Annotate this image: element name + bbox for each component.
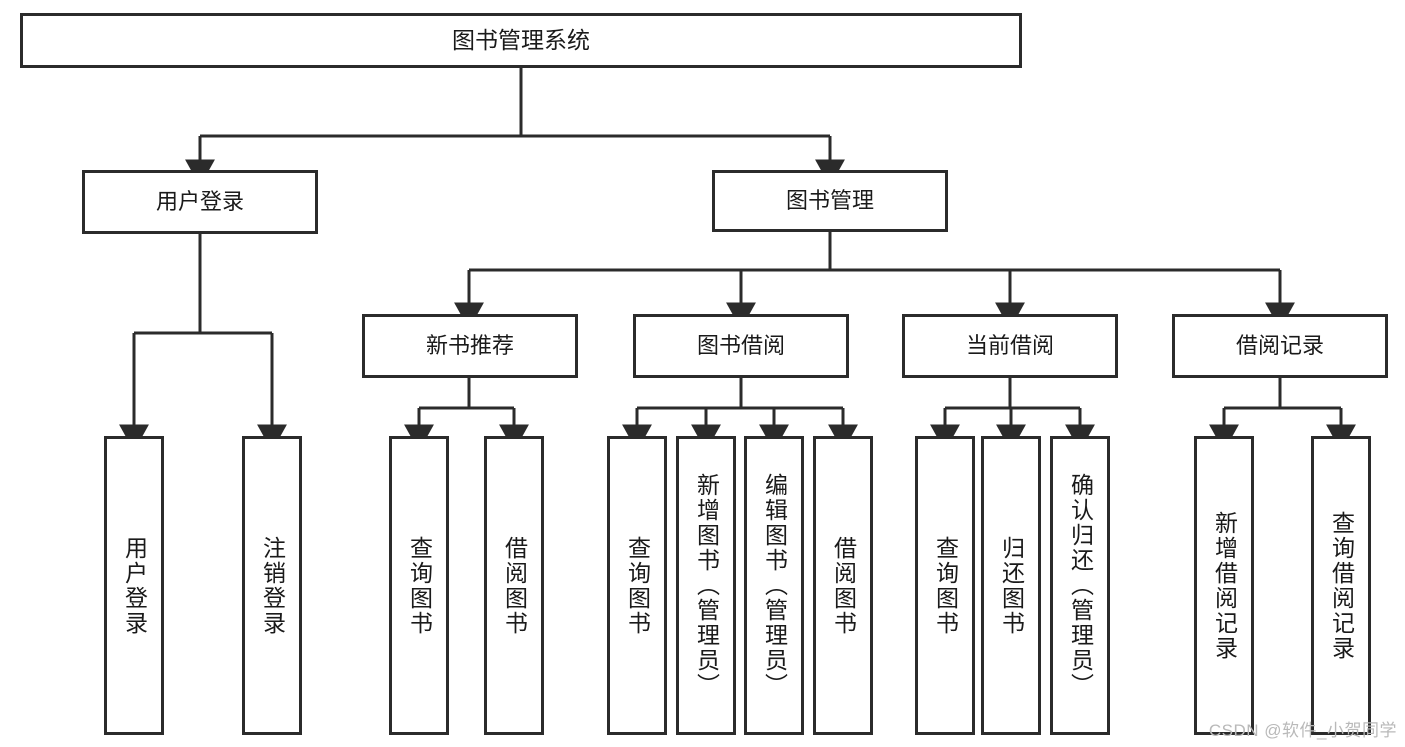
node-book-borrow-label: 图书借阅 — [696, 333, 785, 359]
node-leaf-add-borrow-record[interactable]: 新增借阅记录 — [1194, 436, 1254, 735]
node-root-label: 图书管理系统 — [452, 26, 590, 53]
node-user-login[interactable]: 用户登录 — [82, 170, 318, 234]
node-new-book-recommend[interactable]: 新书推荐 — [362, 314, 578, 378]
node-book-manage-label: 图书管理 — [785, 188, 874, 214]
node-leaf-borrow-book-newbook[interactable]: 借阅图书 — [484, 436, 544, 735]
node-root-system[interactable]: 图书管理系统 — [20, 13, 1022, 68]
node-leaf-borrow-book[interactable]: 借阅图书 — [813, 436, 873, 735]
node-leaf-logout-label: 注销登录 — [259, 535, 286, 636]
node-leaf-query-book-current[interactable]: 查询图书 — [915, 436, 975, 735]
node-borrow-record[interactable]: 借阅记录 — [1172, 314, 1388, 378]
node-leaf-add-book-admin[interactable]: 新增图书（管理员） — [676, 436, 736, 735]
node-leaf-query-book-newbook[interactable]: 查询图书 — [389, 436, 449, 735]
node-current-borrow[interactable]: 当前借阅 — [902, 314, 1118, 378]
node-leaf-query-book-borrow-label: 查询图书 — [624, 535, 651, 636]
node-new-book-recommend-label: 新书推荐 — [425, 333, 514, 359]
node-leaf-edit-book-admin[interactable]: 编辑图书（管理员） — [744, 436, 804, 735]
node-leaf-confirm-return-admin[interactable]: 确认归还（管理员） — [1050, 436, 1110, 735]
node-leaf-edit-book-admin-label: 编辑图书（管理员） — [761, 473, 788, 698]
node-leaf-return-book-label: 归还图书 — [998, 535, 1025, 636]
node-leaf-query-book-newbook-label: 查询图书 — [406, 535, 433, 636]
node-leaf-logout[interactable]: 注销登录 — [242, 436, 302, 735]
node-current-borrow-label: 当前借阅 — [965, 333, 1054, 359]
node-book-manage[interactable]: 图书管理 — [712, 170, 948, 232]
node-book-borrow[interactable]: 图书借阅 — [633, 314, 849, 378]
node-leaf-user-login-label: 用户登录 — [121, 535, 148, 636]
node-leaf-add-book-admin-label: 新增图书（管理员） — [693, 473, 720, 698]
node-leaf-borrow-book-newbook-label: 借阅图书 — [501, 535, 528, 636]
node-user-login-label: 用户登录 — [155, 189, 244, 215]
node-leaf-query-book-borrow[interactable]: 查询图书 — [607, 436, 667, 735]
node-leaf-borrow-book-label: 借阅图书 — [830, 535, 857, 636]
node-leaf-query-borrow-record[interactable]: 查询借阅记录 — [1311, 436, 1371, 735]
node-borrow-record-label: 借阅记录 — [1235, 333, 1324, 359]
node-leaf-user-login[interactable]: 用户登录 — [104, 436, 164, 735]
node-leaf-add-borrow-record-label: 新增借阅记录 — [1211, 510, 1238, 661]
node-leaf-query-book-current-label: 查询图书 — [932, 535, 959, 636]
node-leaf-query-borrow-record-label: 查询借阅记录 — [1328, 510, 1355, 661]
node-leaf-return-book[interactable]: 归还图书 — [981, 436, 1041, 735]
node-leaf-confirm-return-admin-label: 确认归还（管理员） — [1067, 473, 1094, 698]
